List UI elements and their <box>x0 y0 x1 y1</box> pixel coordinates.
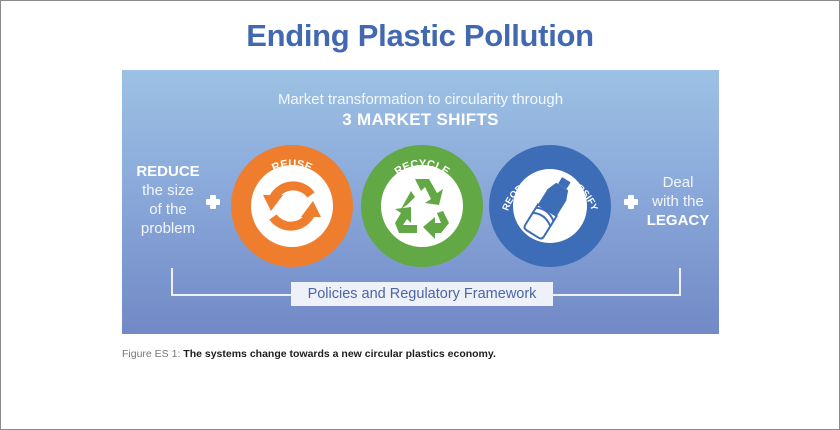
panel-subtitle-strong: 3 MARKET SHIFTS <box>342 110 499 129</box>
refresh-arrows-icon <box>263 181 321 231</box>
plus-icon <box>624 195 638 209</box>
legacy-line: with the <box>652 193 704 210</box>
reuse-circle: REUSE <box>231 145 353 267</box>
legacy-label: LEGACY <box>646 212 710 229</box>
legacy-text: Deal with the LEGACY <box>642 173 714 230</box>
panel-subtitle: Market transformation to circularity thr… <box>277 91 564 108</box>
reorient-diversify-circle: REORIENT & DIVERSIFY <box>489 145 611 267</box>
legacy-line: Deal <box>662 174 694 191</box>
figure-caption: Figure ES 1: The systems change towards … <box>122 348 496 360</box>
page-title: Ending Plastic Pollution <box>246 18 594 53</box>
recycle-circle: RECYCLE <box>361 145 483 267</box>
reduce-line: problem <box>140 220 196 237</box>
reduce-line: of the <box>149 201 187 218</box>
infographic-panel: Market transformation to circularity thr… <box>122 70 719 334</box>
reduce-text: REDUCE the size of the problem <box>132 162 204 238</box>
policies-framework-label: Policies and Regulatory Framework <box>291 282 553 306</box>
plastic-bottle-icon <box>523 177 571 240</box>
caption-text: The systems change towards a new circula… <box>183 348 496 360</box>
reduce-label: REDUCE <box>136 163 200 180</box>
caption-prefix: Figure ES 1: <box>122 348 184 360</box>
recycle-icon <box>395 179 449 239</box>
reduce-line: the size <box>142 182 194 199</box>
plus-icon <box>206 195 220 209</box>
